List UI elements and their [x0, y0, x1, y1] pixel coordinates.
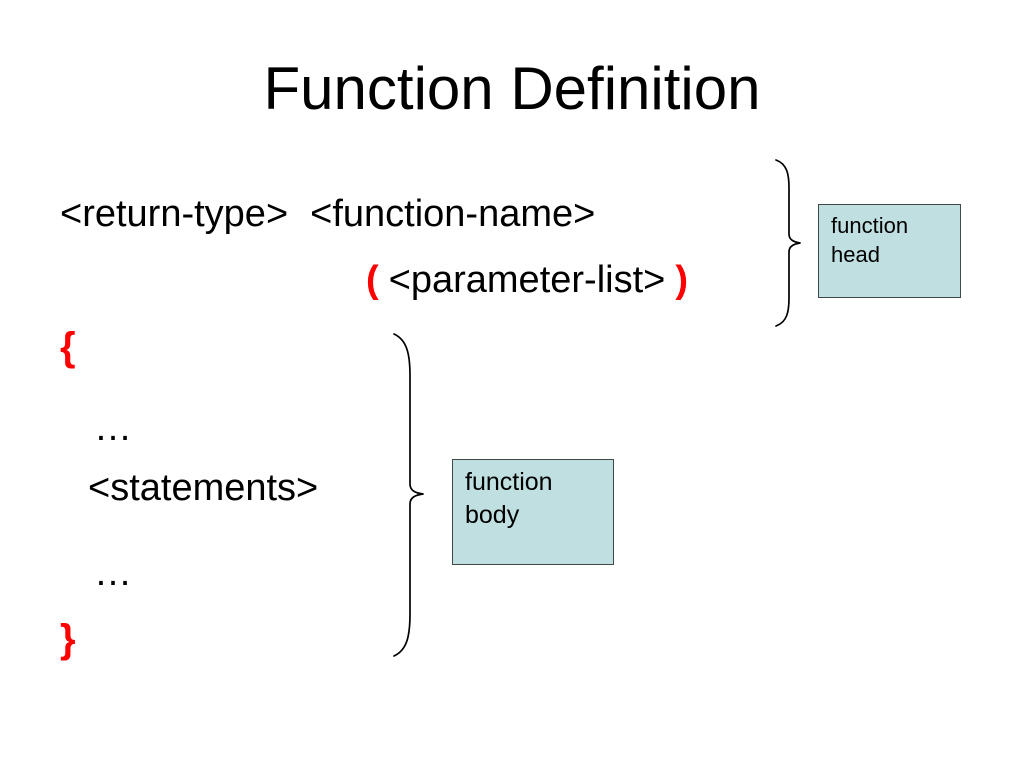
return-type-token: <return-type> [60, 193, 289, 235]
callout-function-head: function head [818, 204, 961, 298]
code-line-ellipsis-first: … [94, 407, 132, 449]
code-line-ellipsis-second: … [94, 552, 132, 594]
callout-function-body-label: function body [465, 468, 553, 529]
paren-close-token: ) [675, 259, 688, 301]
code-line-parameter-list: (<parameter-list>) [366, 258, 688, 302]
function-name-token: <function-name> [310, 193, 596, 235]
code-brace-close: } [60, 617, 76, 661]
code-line-signature: <return-type> <function-name> [60, 192, 595, 236]
page-title: Function Definition [263, 55, 761, 122]
callout-function-body: function body [452, 459, 614, 565]
curly-brace-right-icon [775, 159, 801, 327]
parameter-list-token: <parameter-list> [388, 259, 666, 301]
code-brace-open: { [60, 325, 76, 369]
curly-brace-right-icon [393, 333, 424, 657]
paren-open-token: ( [366, 259, 379, 301]
callout-function-head-label: function head [831, 213, 909, 267]
code-line-statements: <statements> [88, 467, 319, 509]
